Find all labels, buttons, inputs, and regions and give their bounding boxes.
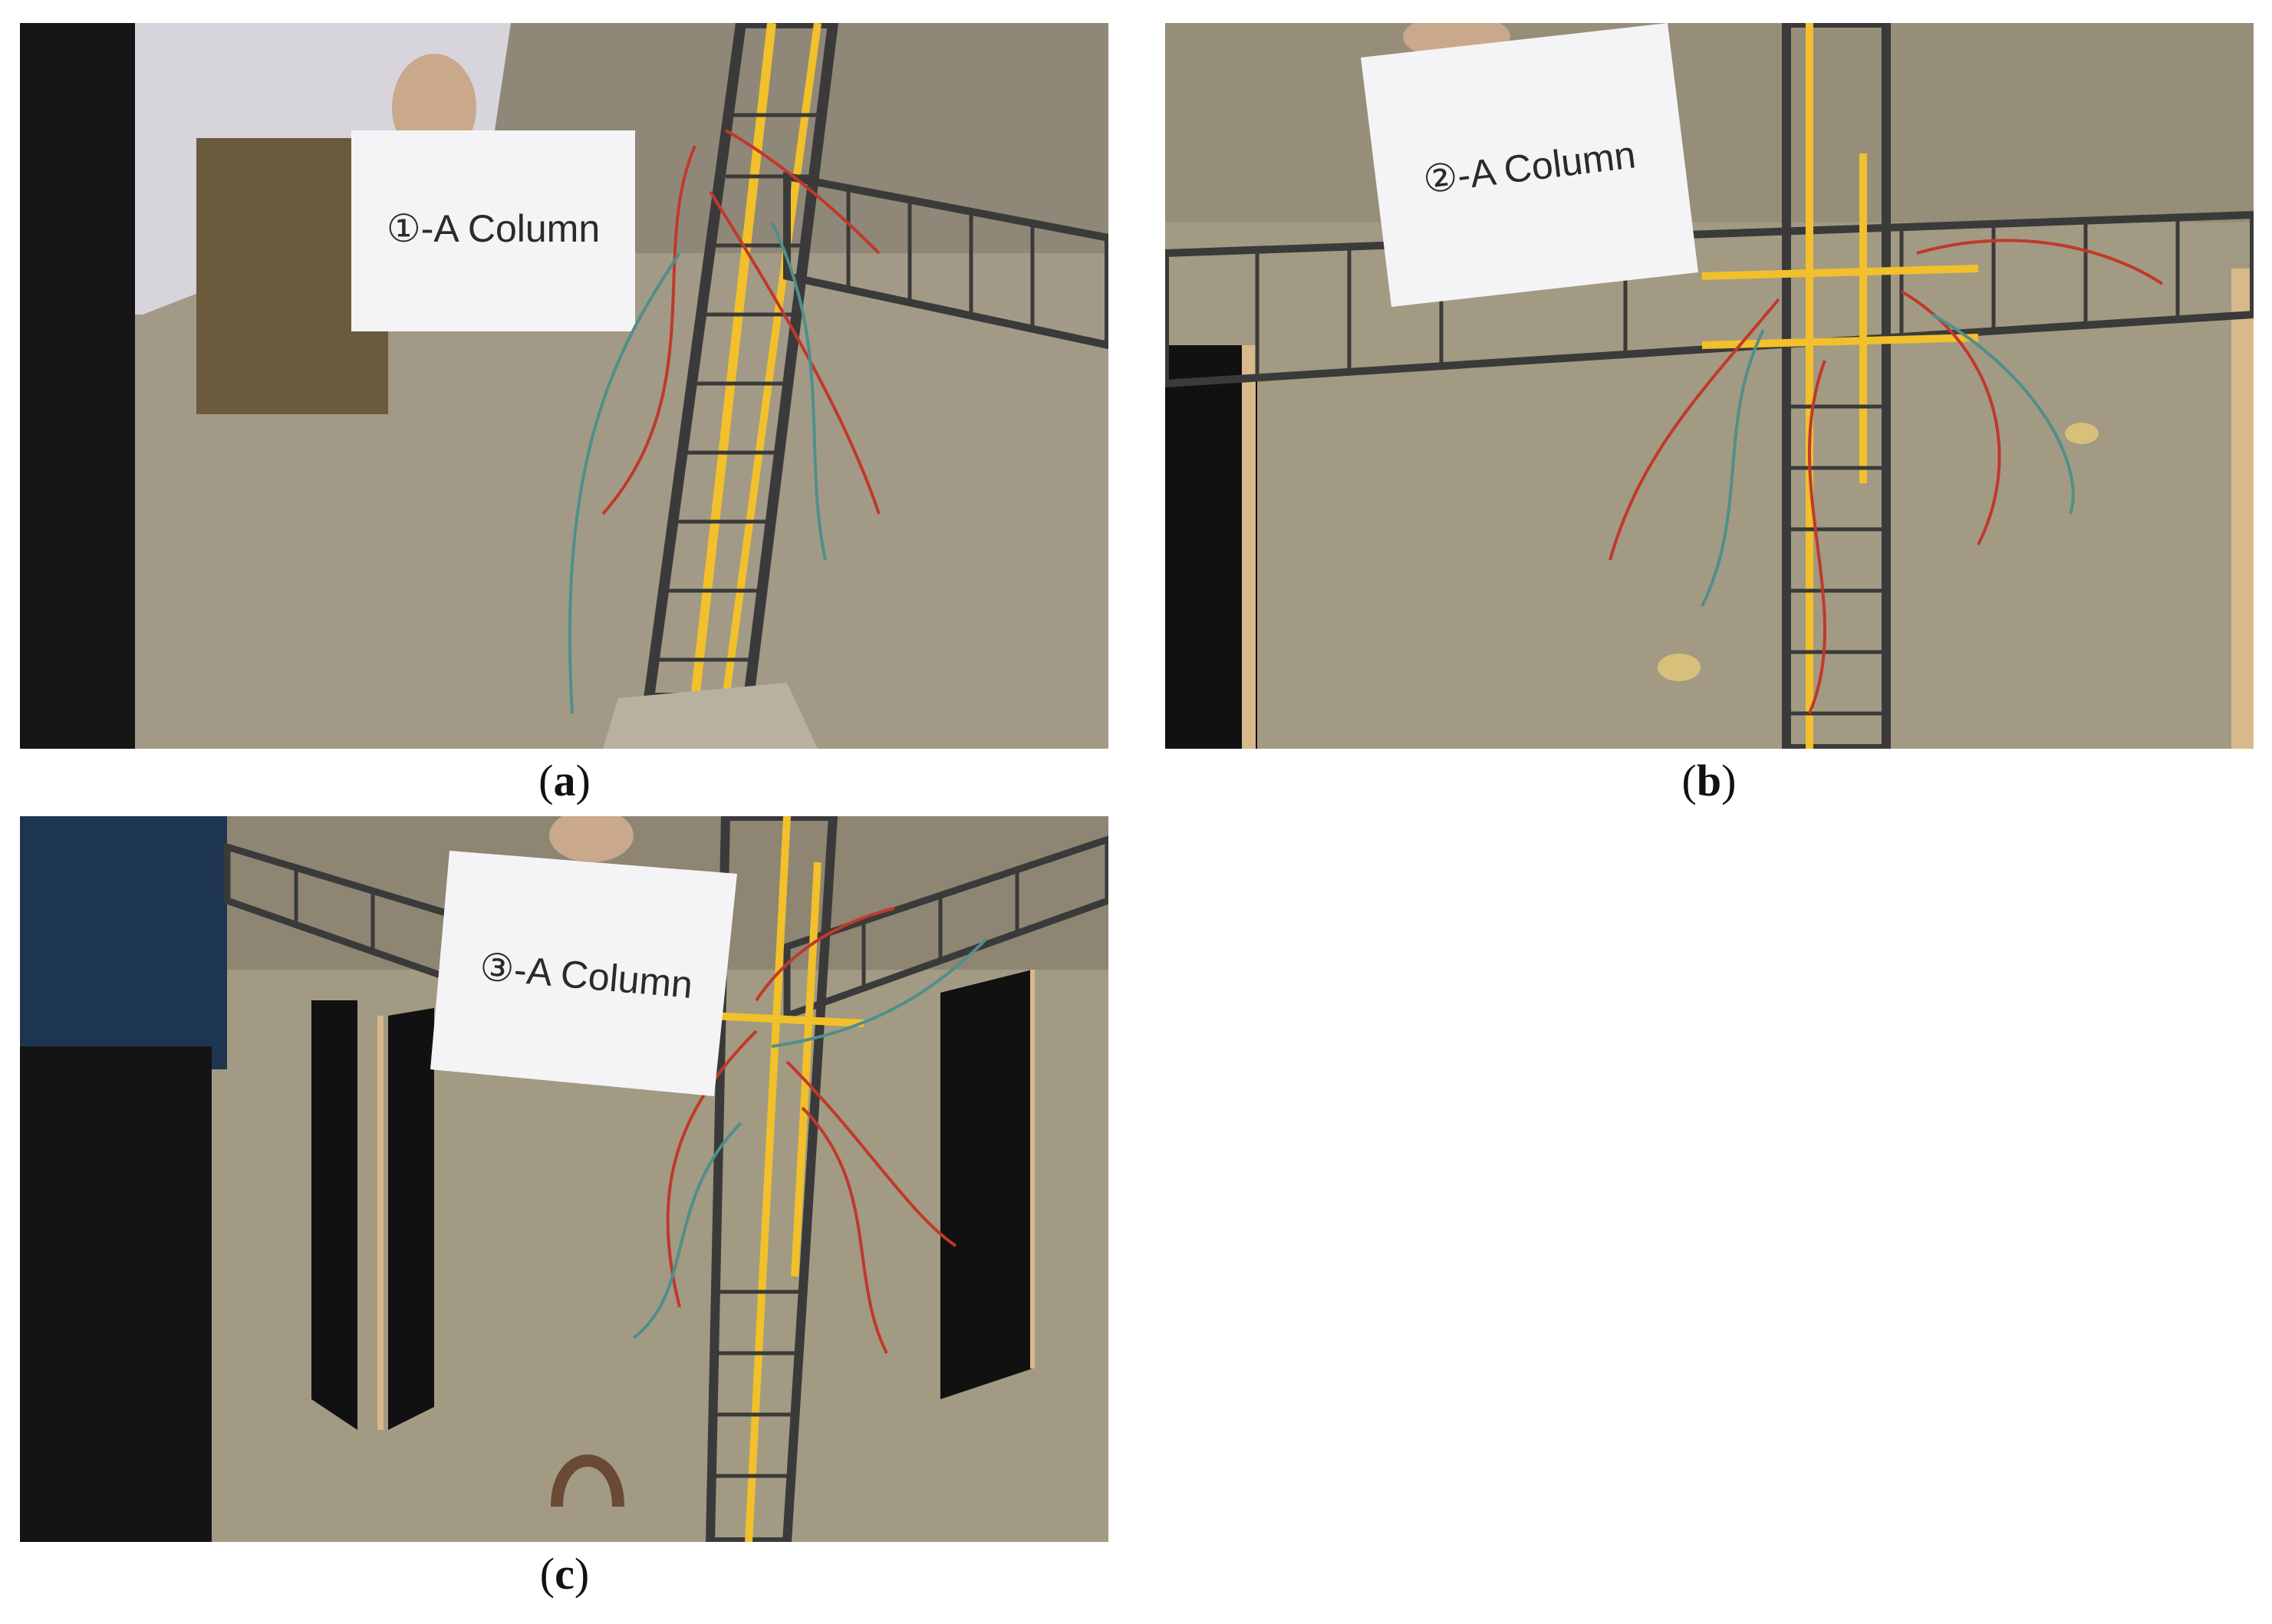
caption-c: (c): [539, 1549, 590, 1599]
photo-panel-a: ①-A Column: [20, 23, 1108, 749]
rebar-cage: [1165, 23, 2254, 749]
formwork-panel: [311, 1000, 357, 1430]
caption-b: (b): [1681, 756, 1737, 805]
strain-gauge-wires: [1609, 239, 2164, 714]
person-silhouette: [20, 23, 135, 749]
sign-label: ①-A Column: [387, 207, 600, 250]
photo-panel-b: ②-A Column: [1165, 23, 2254, 749]
rebar-hook: [551, 1454, 624, 1507]
photo-b: ②-A Column: [1165, 23, 2254, 749]
photo-c: ③-A Column: [20, 816, 1108, 1542]
sign-card: ③-A Column: [430, 851, 737, 1096]
photo-panel-c: ③-A Column: [20, 816, 1108, 1542]
strain-gauge-wires: [568, 129, 881, 714]
sign-card: ②-A Column: [1361, 23, 1698, 307]
caption-a: (a): [538, 756, 591, 805]
person-trousers: [20, 1046, 212, 1542]
strain-gauge-wires: [632, 907, 988, 1354]
photo-a: ①-A Column: [20, 23, 1108, 749]
sign-card: ①-A Column: [351, 130, 635, 331]
person-jacket: [20, 816, 227, 1069]
